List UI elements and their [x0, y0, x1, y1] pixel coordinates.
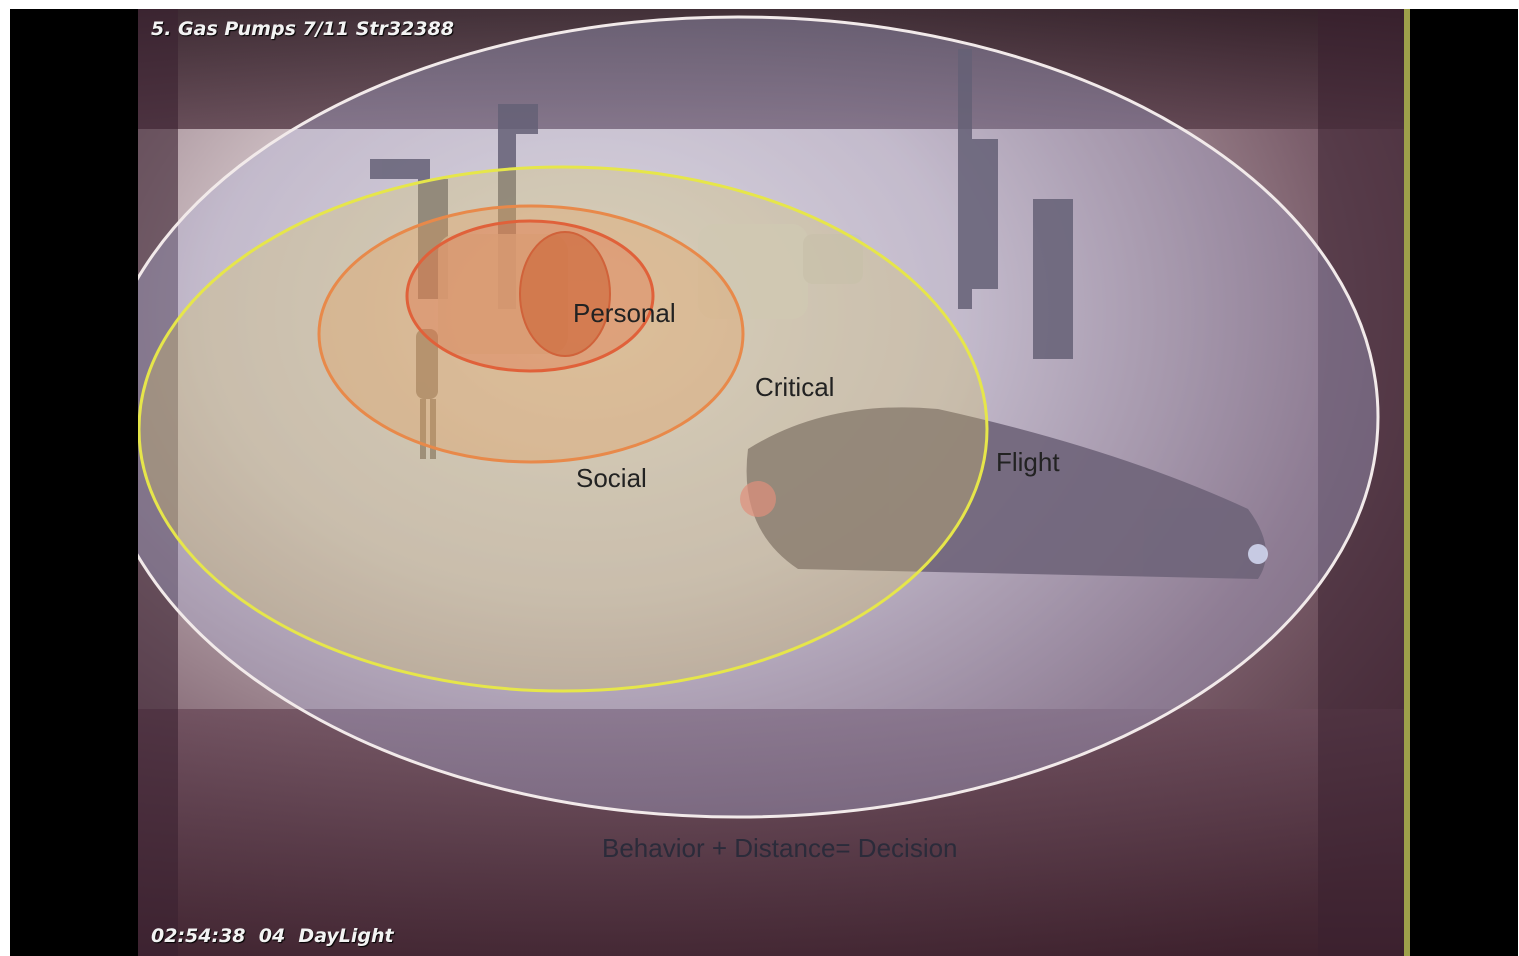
video-right-border [1404, 9, 1410, 956]
zone-label-personal: Personal [573, 298, 676, 328]
zone-label-flight: Flight [996, 447, 1060, 477]
camera-title: 5. Gas Pumps 7/11 Str32388 [151, 18, 454, 40]
surveillance-image [138, 9, 1410, 956]
caption: Behavior + Distance= Decision [602, 833, 958, 863]
zone-label-critical: Critical [755, 372, 835, 402]
zone-label-social: Social [576, 463, 647, 493]
camera-timestamp: 02:54:38 04 DayLight [151, 925, 394, 947]
